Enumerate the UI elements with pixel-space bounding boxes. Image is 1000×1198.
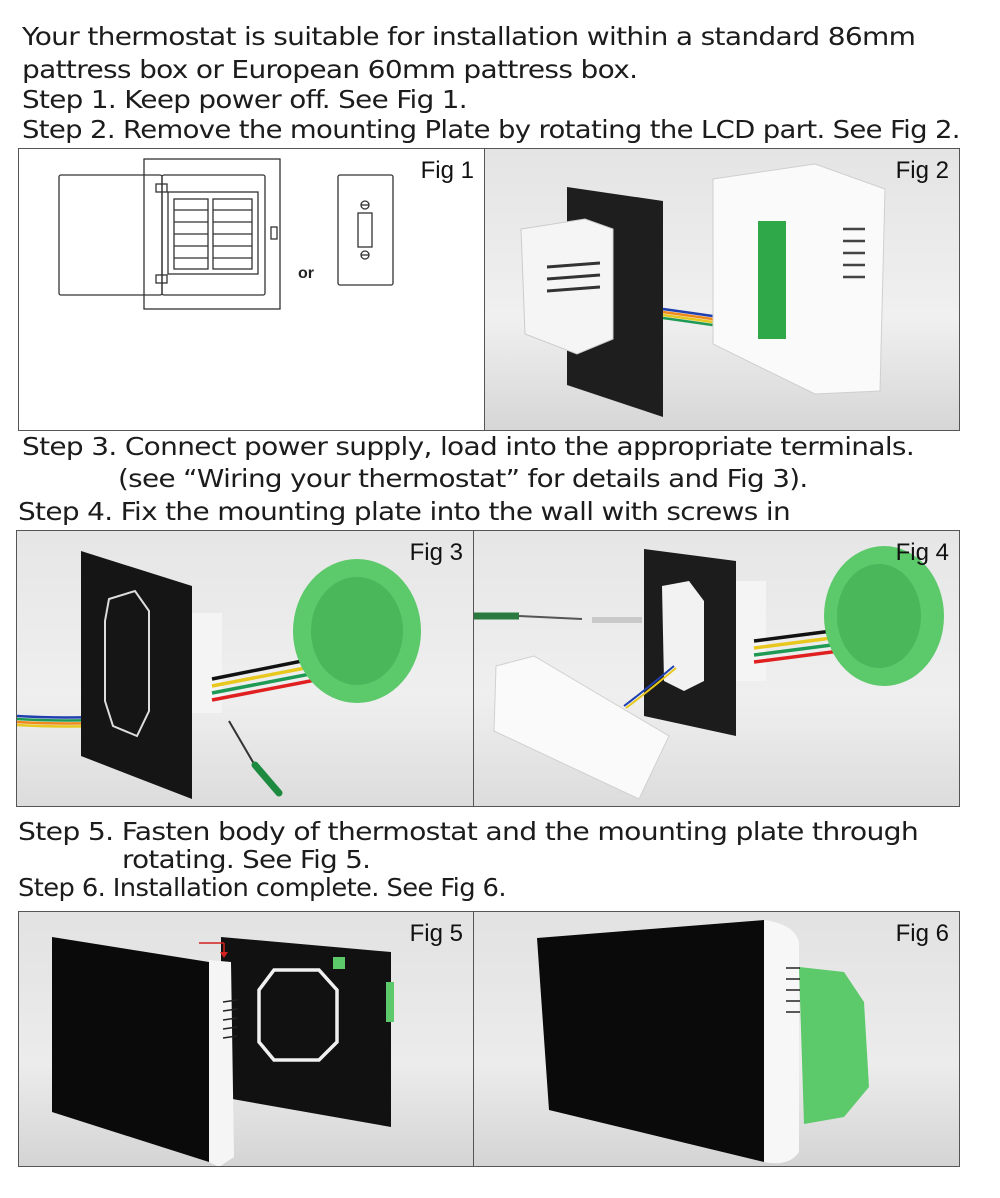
- step-3-text-line-2: (see “Wiring your thermostat” for detail…: [118, 464, 808, 493]
- step-5-text-line-2: rotating. See Fig 5.: [122, 845, 371, 874]
- figure-6-label: Fig 6: [895, 920, 949, 947]
- green-pcb-shape: [758, 221, 786, 339]
- figure-4-label: Fig 4: [895, 539, 949, 566]
- wiring-illustration: [17, 551, 421, 799]
- back-module-shape: [192, 613, 222, 713]
- step-5-text-line-1: Step 5. Fasten body of thermostat and th…: [18, 817, 919, 846]
- intro-line-2: pattress box or European 60mm pattress b…: [22, 55, 638, 84]
- pattress-box-shape: [799, 967, 869, 1124]
- figure-6: Fig 6: [473, 911, 960, 1167]
- mounting-plate-shape: [221, 937, 391, 1127]
- back-module-shape: [736, 581, 766, 681]
- intro-line-1: Your thermostat is suitable for installa…: [22, 22, 916, 51]
- fastening-illustration: [52, 937, 394, 1166]
- figure-2: Fig 2: [484, 148, 960, 431]
- or-label: or: [298, 265, 314, 282]
- figure-4: Fig 4: [473, 530, 960, 807]
- figure-2-label: Fig 2: [895, 157, 949, 184]
- installed-illustration: [537, 920, 869, 1164]
- figure-1-label: Fig 1: [420, 157, 474, 184]
- step-1-text: Step 1. Keep power off. See Fig 1.: [22, 85, 468, 114]
- figure-5-label: Fig 5: [409, 920, 463, 947]
- mounting-plate-shape: [81, 551, 192, 799]
- thermostat-separated-illustration: [520, 163, 886, 417]
- thermostat-body-shape: [493, 655, 670, 800]
- thermostat-back-shape: [712, 163, 886, 395]
- figure-5: Fig 5: [18, 911, 474, 1167]
- back-module-shape: [520, 218, 614, 355]
- thermostat-lcd-shape: [537, 920, 764, 1162]
- screwdriver-shape: [474, 612, 583, 620]
- red-arrow-icon: [199, 942, 228, 958]
- step-4-text: Step 4. Fix the mounting plate into the …: [18, 497, 791, 526]
- figure-3: Fig 3: [16, 530, 474, 807]
- step-3-text-line-1: Step 3. Connect power supply, load into …: [22, 432, 915, 461]
- step-6-text: Step 6. Installation complete. See Fig 6…: [18, 873, 507, 902]
- octagon-frame-shape: [257, 968, 339, 1062]
- electrical-box-diagram: [58, 158, 394, 310]
- thermostat-lcd-shape: [52, 937, 209, 1162]
- screwdriver-shape: [228, 720, 283, 797]
- figure-3-label: Fig 3: [409, 539, 463, 566]
- octagon-frame-shape: [104, 589, 150, 738]
- figure-1: or Fig 1: [18, 148, 485, 431]
- step-2-text: Step 2. Remove the mounting Plate by rot…: [22, 115, 961, 144]
- fixing-illustration: [474, 546, 944, 800]
